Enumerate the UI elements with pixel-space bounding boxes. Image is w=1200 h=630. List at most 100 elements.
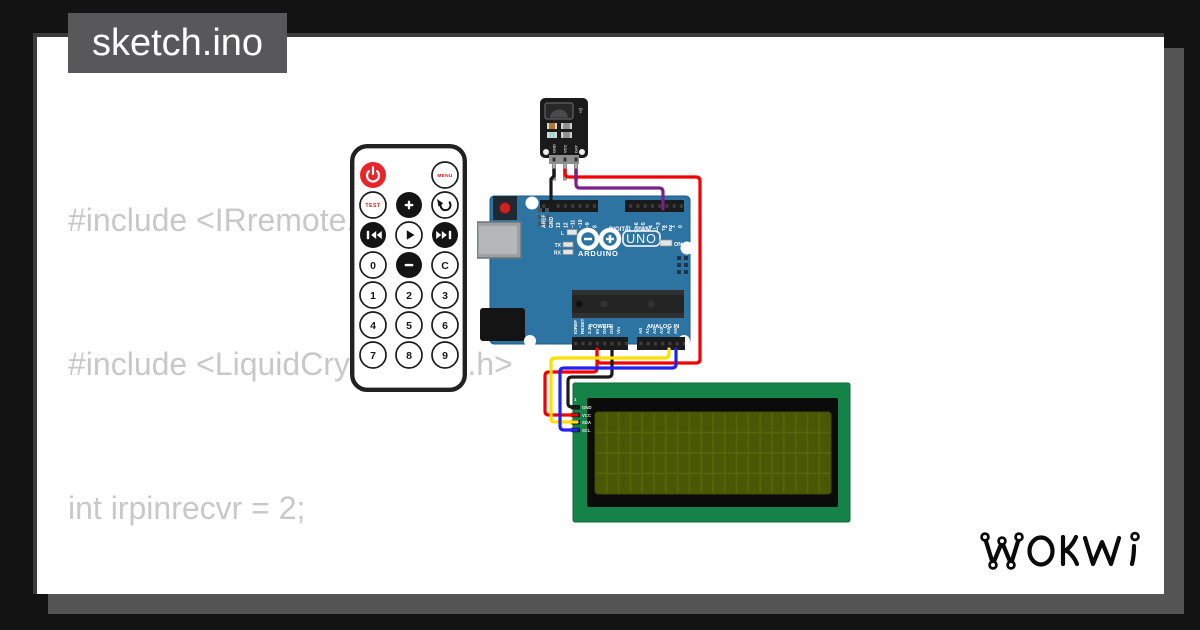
lcd2004-display: 1 GND VCC SDA SCL (571, 382, 851, 523)
next-track-icon (436, 230, 452, 240)
next-track-button[interactable] (432, 222, 458, 248)
digit-0-button[interactable]: 0 (359, 251, 387, 279)
file-tab: sketch.ino (68, 13, 287, 73)
reset-button[interactable] (493, 196, 517, 220)
mounting-hole (525, 196, 539, 210)
ir-remote: MENU TEST (350, 144, 467, 393)
digit-label: 2 (406, 290, 412, 302)
ir-receiver-module: GND VCC DAT (540, 98, 588, 181)
pin-label: A0 (638, 328, 643, 334)
pin-label: GND (549, 217, 555, 229)
digit-label: 6 (442, 320, 448, 332)
led-rx (562, 249, 574, 255)
power-button[interactable] (360, 162, 386, 188)
prev-track-button[interactable] (360, 222, 386, 248)
pin-label: GND (602, 323, 607, 334)
pin-label: A4 (666, 328, 671, 334)
pin-label: ~10 (578, 219, 584, 228)
menu-button[interactable]: MENU (431, 161, 459, 189)
pin-label: 8 (592, 225, 598, 228)
model-label: UNO (626, 232, 657, 246)
clear-button[interactable]: C (431, 251, 459, 279)
smd-components (547, 123, 572, 138)
digit-2-button[interactable]: 2 (395, 281, 423, 309)
tx-label: TX (661, 225, 666, 231)
test-button[interactable]: TEST (359, 191, 387, 219)
test-label: TEST (365, 203, 381, 209)
analog-header[interactable] (637, 337, 685, 350)
brand-label: ARDUINO (578, 249, 619, 258)
digit-8-button[interactable]: 8 (395, 341, 423, 369)
led-rx-label: RX (554, 251, 562, 257)
pin-label: A2 (652, 328, 657, 334)
plus-button[interactable] (396, 192, 422, 218)
pin-label: Vin (616, 327, 621, 334)
wokwi-logo (980, 531, 1140, 570)
lcd-pin-label: GND (582, 405, 592, 410)
digit-label: 1 (370, 290, 376, 302)
signal-icon (578, 108, 584, 114)
arduino-uno-board: AREF GND 13 12 ~11 ~10 ~9 8 7 ~6 ~5 4 ~3… (477, 195, 694, 350)
back-arrow-icon (437, 199, 452, 212)
microcontroller-chip (572, 290, 684, 318)
mounting-hole (579, 149, 585, 155)
digit-label: 3 (442, 290, 448, 302)
lcd-pin-label: VCC (582, 413, 591, 418)
pin-label: GND (609, 323, 614, 334)
back-button[interactable] (431, 191, 459, 219)
power-jack (480, 308, 525, 341)
prev-track-icon (366, 230, 382, 240)
led-l (566, 229, 578, 236)
pin-label: ~9 (585, 222, 591, 228)
digit-9-button[interactable]: 9 (431, 341, 459, 369)
ir-pin-leg (563, 161, 567, 181)
logo-letter-k (1060, 534, 1080, 567)
digit-label: 7 (370, 350, 376, 362)
plus-icon (404, 200, 414, 210)
logo-letter-w2 (1082, 535, 1122, 567)
digit-3-button[interactable]: 3 (431, 281, 459, 309)
on-label: ON (674, 242, 682, 248)
power-header[interactable] (572, 337, 628, 350)
ir-pin-leg (574, 161, 578, 181)
lcd-screen (594, 411, 832, 495)
code-line: int irpinrecvr = 2; (68, 490, 306, 526)
digit-1-button[interactable]: 1 (359, 281, 387, 309)
ir-pin-label: GND (552, 144, 557, 153)
led-on (659, 239, 673, 247)
lcd-pin-label: SCL (582, 428, 591, 433)
digit-6-button[interactable]: 6 (431, 311, 459, 339)
ir-sensor-dome (550, 109, 568, 118)
rx-label: RX (668, 225, 673, 231)
logo-letter-i (1129, 543, 1137, 567)
file-tab-title: sketch.ino (91, 22, 264, 64)
pin-label: A5 (673, 328, 678, 334)
digit-label: 9 (442, 350, 448, 362)
ir-pin-leg (552, 161, 556, 181)
led-l-label: L (561, 231, 564, 237)
play-icon (406, 230, 415, 240)
digit-7-button[interactable]: 7 (359, 341, 387, 369)
digit-label: 8 (406, 350, 412, 362)
minus-button[interactable] (396, 252, 422, 278)
minus-icon (404, 263, 414, 267)
logo-node-dots (980, 531, 1140, 570)
digit-label: 5 (406, 320, 412, 332)
usb-port-inner (479, 226, 517, 254)
pin-label: 13 (556, 222, 562, 228)
play-button[interactable] (395, 221, 423, 249)
mounting-hole (543, 149, 549, 155)
lcd-pin-label: SDA (582, 420, 591, 425)
pin-label: A3 (659, 328, 664, 334)
mounting-hole (680, 241, 694, 255)
digit-4-button[interactable]: 4 (359, 311, 387, 339)
digital-header-right[interactable] (625, 200, 684, 212)
pin-label: 3.3V (587, 324, 592, 334)
pin-label: IOREF (573, 320, 578, 334)
pin-label: RESET (580, 318, 585, 334)
pin-label: 12 (563, 222, 569, 228)
mounting-hole (524, 335, 536, 347)
digit-5-button[interactable]: 5 (395, 311, 423, 339)
menu-label: MENU (437, 173, 453, 179)
